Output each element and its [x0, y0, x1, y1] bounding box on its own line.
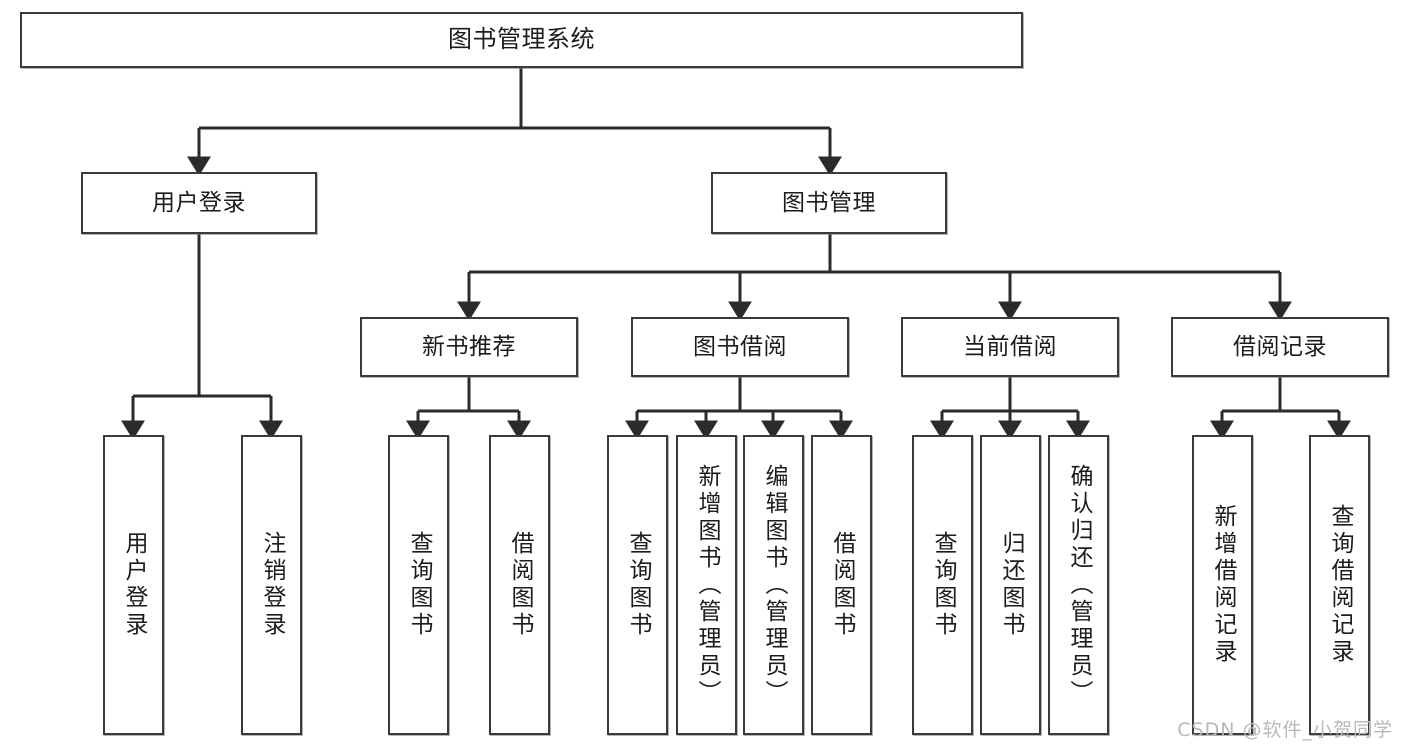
node-label: 借阅图书 [829, 531, 855, 639]
node-label: 图书管理系统 [448, 25, 595, 54]
leaf-node-query-book-recommend[interactable]: 查询图书 [388, 435, 449, 735]
node-label: 查询图书 [406, 531, 432, 639]
node-label: 图书管理 [782, 189, 876, 216]
node-label: 确认归还（管理员） [1066, 463, 1092, 707]
node-label: 当前借阅 [963, 333, 1057, 360]
leaf-node-borrow-book-borrow[interactable]: 借阅图书 [811, 435, 872, 735]
leaf-node-user-logout[interactable]: 注销登录 [241, 435, 302, 735]
node-label: 查询借阅记录 [1327, 504, 1353, 666]
leaf-node-query-borrow-record[interactable]: 查询借阅记录 [1309, 435, 1370, 735]
node-borrow-record[interactable]: 借阅记录 [1171, 317, 1389, 377]
node-root-system[interactable]: 图书管理系统 [20, 12, 1023, 68]
node-label: 用户登录 [152, 189, 246, 216]
leaf-node-edit-book-admin[interactable]: 编辑图书（管理员） [743, 435, 804, 735]
node-label: 查询图书 [930, 531, 956, 639]
node-current-borrow[interactable]: 当前借阅 [901, 317, 1119, 377]
node-label: 注销登录 [259, 531, 285, 639]
leaf-node-query-book-current[interactable]: 查询图书 [912, 435, 973, 735]
node-label: 用户登录 [121, 531, 147, 639]
node-label: 新增图书（管理员） [694, 463, 720, 707]
node-new-book-recommend[interactable]: 新书推荐 [360, 317, 578, 377]
node-book-borrow[interactable]: 图书借阅 [631, 317, 849, 377]
leaf-node-query-book-borrow[interactable]: 查询图书 [607, 435, 668, 735]
node-book-manage[interactable]: 图书管理 [711, 172, 947, 234]
node-label: 编辑图书（管理员） [761, 463, 787, 707]
node-label: 新增借阅记录 [1210, 504, 1236, 666]
leaf-node-user-login[interactable]: 用户登录 [103, 435, 164, 735]
watermark-text: CSDN @软件_小贺同学 [1177, 719, 1393, 741]
leaf-node-borrow-book-recommend[interactable]: 借阅图书 [489, 435, 550, 735]
node-label: 查询图书 [625, 531, 651, 639]
leaf-node-add-borrow-record[interactable]: 新增借阅记录 [1192, 435, 1253, 735]
node-user-login[interactable]: 用户登录 [81, 172, 317, 234]
node-label: 借阅图书 [507, 531, 533, 639]
node-label: 借阅记录 [1233, 333, 1327, 360]
node-label: 新书推荐 [422, 333, 516, 360]
leaf-node-return-book[interactable]: 归还图书 [980, 435, 1041, 735]
leaf-node-add-book-admin[interactable]: 新增图书（管理员） [676, 435, 737, 735]
leaf-node-confirm-return-admin[interactable]: 确认归还（管理员） [1048, 435, 1109, 735]
node-label: 图书借阅 [693, 333, 787, 360]
node-label: 归还图书 [998, 531, 1024, 639]
